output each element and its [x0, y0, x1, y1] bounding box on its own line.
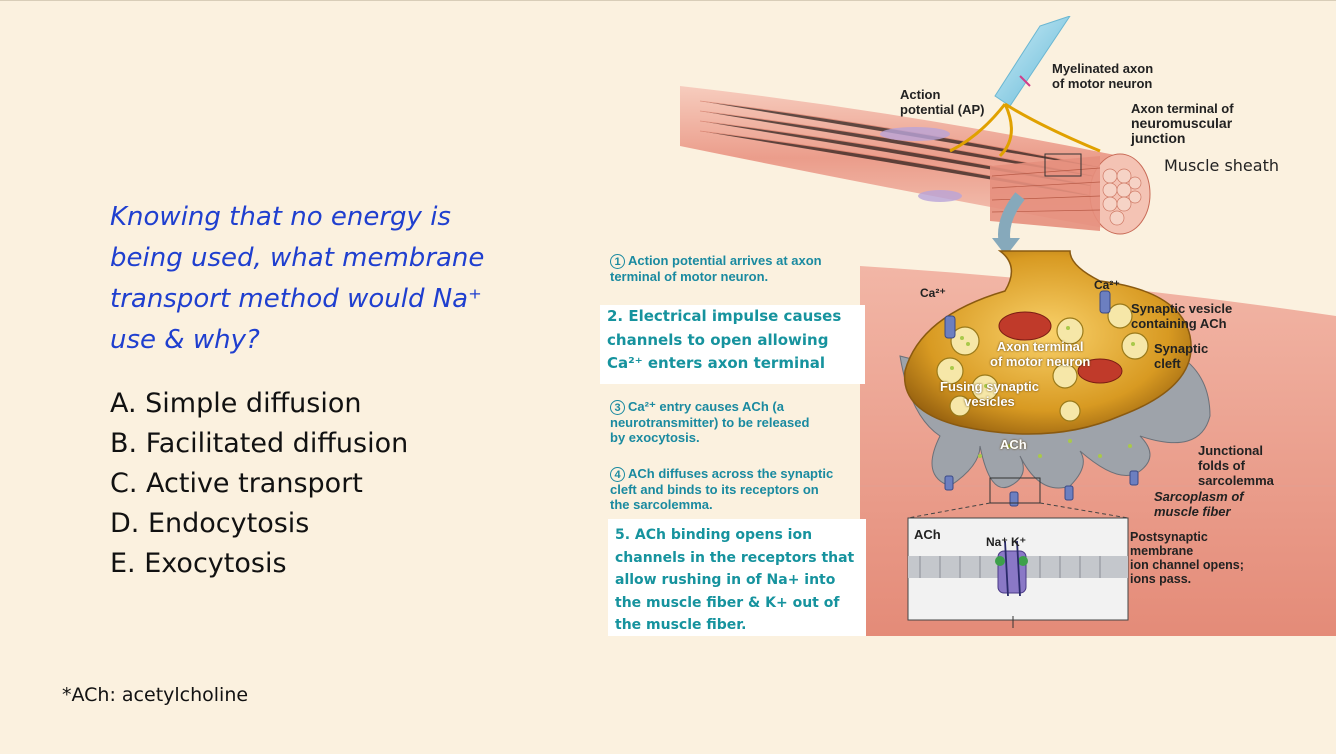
label-axon-terminal-nmj: Axon terminal of neuromuscular junction — [1131, 101, 1234, 146]
mitochondrion — [998, 311, 1052, 341]
nmj-illustration — [680, 16, 1336, 636]
footnote: *ACh: acetylcholine — [62, 684, 249, 706]
label-ach-cleft: ACh — [1000, 437, 1027, 452]
step-3-number: 3 — [610, 400, 625, 415]
question-line-2: being used, what membrane — [110, 243, 485, 273]
neuromuscular-junction-figure: Myelinated axon of motor neuron Action p… — [600, 16, 1336, 636]
question-line-1: Knowing that no energy is — [110, 202, 451, 232]
step-2-box: 2. Electrical impulse causes channels to… — [600, 305, 865, 384]
label-synaptic-cleft: Synaptic cleft — [1154, 341, 1209, 371]
label-muscle-sheath: Muscle sheath — [1164, 156, 1279, 175]
zoom-box — [1044, 153, 1082, 177]
option-b: B. Facilitated diffusion — [110, 428, 409, 459]
synaptic-vesicles — [936, 303, 1149, 422]
label-na-k: Na⁺ K⁺ — [986, 535, 1027, 549]
question-line-4: use & why? — [110, 325, 260, 355]
option-c: C. Active transport — [110, 468, 363, 499]
label-sarcoplasm: Sarcoplasm of muscle fiber — [1154, 489, 1244, 519]
label-fusing-vesicles: Fusing synaptic vesicles — [940, 379, 1039, 409]
option-d: D. Endocytosis — [110, 508, 310, 539]
inset-zoom-box — [989, 477, 1041, 504]
label-ach-inset: ACh — [914, 527, 941, 542]
label-myelinated-axon: Myelinated axon of motor neuron — [1052, 61, 1154, 91]
question-line-3: transport method would Na⁺ — [110, 284, 482, 314]
step-5-box: 5. ACh binding opens ion channels in the… — [608, 519, 866, 636]
label-action-potential: Action potential (AP) — [900, 87, 985, 117]
label-junctional-folds: Junctional folds of sarcolemma — [1198, 443, 1274, 488]
question-text: Knowing that no energy is being used, wh… — [110, 197, 530, 361]
label-axon-terminal-motor: Axon terminal of motor neuron — [990, 339, 1091, 369]
step-4-number: 4 — [610, 467, 625, 482]
label-ca-left: Ca²⁺ — [920, 286, 946, 300]
calcium-channels — [944, 290, 1111, 339]
answer-options: A. Simple diffusion B. Facilitated diffu… — [110, 384, 408, 584]
label-postsynaptic: Postsynaptic membrane ion channel opens;… — [1130, 530, 1244, 586]
option-e: E. Exocytosis — [110, 548, 287, 579]
step-1-number: 1 — [610, 254, 625, 269]
label-synaptic-vesicle: Synaptic vesicle containing ACh — [1131, 301, 1233, 331]
label-ca-right: Ca²⁺ — [1094, 278, 1120, 292]
myofibril-bundle — [990, 153, 1151, 235]
option-a: A. Simple diffusion — [110, 388, 362, 419]
